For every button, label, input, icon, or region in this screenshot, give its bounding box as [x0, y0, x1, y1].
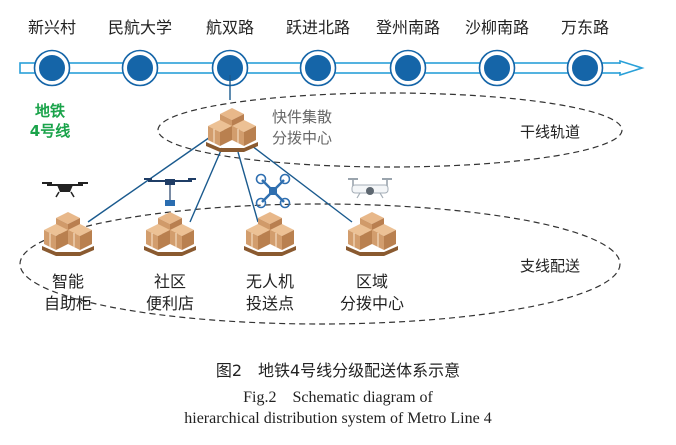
node-label: 自助柜 [44, 294, 92, 313]
station-label: 新兴村 [28, 18, 76, 37]
station-markers [33, 49, 604, 87]
node-package-icon [243, 211, 297, 257]
station-marker [301, 51, 335, 85]
station-label: 沙柳南路 [465, 18, 529, 37]
station-label: 民航大学 [108, 18, 172, 37]
station-marker [123, 51, 157, 85]
station-label: 登州南路 [376, 18, 440, 37]
station-ring [299, 49, 337, 87]
caption-en-line1: Fig.2 Schematic diagram of [243, 389, 433, 406]
branch-label: 支线配送 [520, 257, 580, 275]
node-label: 无人机 [246, 272, 294, 291]
drone-white-icon [348, 178, 392, 199]
hub-node-link [251, 145, 353, 223]
station-ring [33, 49, 71, 87]
station-marker [568, 51, 602, 85]
node-package-icon [41, 211, 95, 257]
node-package-icon [345, 211, 399, 257]
line-label-top: 地铁 [35, 102, 65, 120]
drone-dark-icon [42, 182, 88, 198]
drone-hex-icon [144, 178, 196, 206]
node-label: 区域 [356, 272, 388, 291]
station-labels: 新兴村 民航大学 航双路 跃进北路 登州南路 沙柳南路 万东路 [28, 18, 609, 37]
station-label: 航双路 [206, 18, 254, 37]
station-ring [121, 49, 159, 87]
station-label: 万东路 [561, 18, 609, 37]
station-marker [35, 51, 69, 85]
node-label: 分拨中心 [340, 294, 404, 313]
hub-label-top: 快件集散 [272, 108, 332, 126]
drone-x-icon [255, 173, 291, 209]
station-ring [478, 49, 516, 87]
node-label: 智能 [52, 272, 84, 291]
hub-node-link [237, 151, 259, 223]
trunk-ellipse [157, 92, 623, 168]
node-label: 投送点 [246, 294, 294, 313]
hub-package-icon [205, 107, 259, 153]
caption-cn: 图2 地铁4号线分级配送体系示意 [216, 361, 460, 380]
station-ring [566, 49, 604, 87]
trunk-label: 干线轨道 [520, 123, 580, 141]
station-marker [480, 51, 514, 85]
node-label: 便利店 [146, 294, 194, 313]
hub-node-link [189, 147, 223, 223]
caption-en-line2: hierarchical distribution system of Metr… [184, 410, 491, 427]
node-package-icon [143, 211, 197, 257]
station-marker [391, 51, 425, 85]
station-label: 跃进北路 [286, 18, 350, 37]
node-label: 社区 [154, 272, 186, 291]
hub-label-bottom: 分拨中心 [272, 129, 332, 147]
branch-ellipse [19, 203, 621, 325]
station-ring [389, 49, 427, 87]
line-label-bottom: 4号线 [30, 122, 70, 140]
